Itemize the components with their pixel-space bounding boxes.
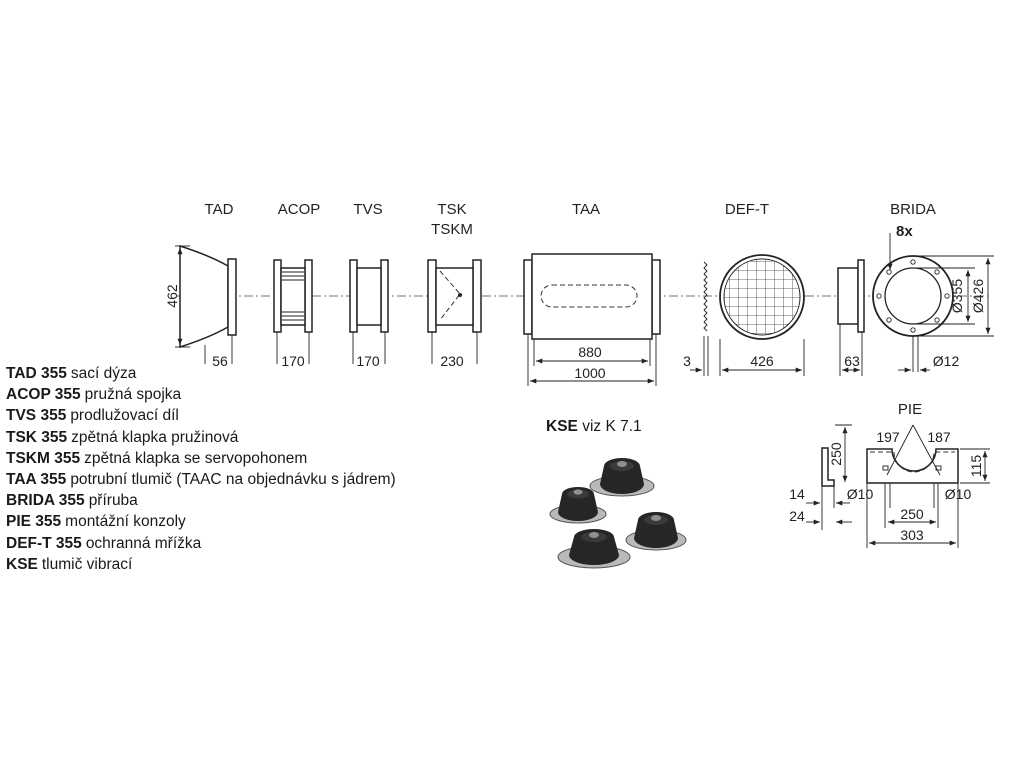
def-t-part: [690, 254, 805, 376]
label-tsk: TSK: [437, 201, 466, 218]
tad-part: [175, 244, 237, 364]
label-brida: BRIDA: [890, 201, 936, 218]
dim-pie-303: 303: [900, 527, 924, 543]
kse-heading: KSE viz K 7.1: [546, 418, 642, 436]
label-tvs: TVS: [353, 201, 382, 218]
dim-tvs-length: 170: [356, 353, 380, 369]
legend-code: ACOP 355: [6, 386, 81, 404]
label-taa: TAA: [572, 201, 600, 218]
dim-pie-hole-right: Ø10: [945, 486, 972, 502]
damper-1: [589, 458, 655, 497]
label-tskm: TSKM: [431, 221, 473, 238]
legend-code: TAA 355: [6, 471, 67, 489]
dim-brida-hole: Ø12: [933, 353, 960, 369]
dim-tsk-length: 230: [440, 353, 464, 369]
damper-3: [625, 512, 687, 551]
dim-pie-197: 197: [876, 429, 900, 445]
dim-taa-total: 1000: [574, 365, 605, 381]
legend-description: ochranná mřížka: [85, 534, 202, 552]
label-tad: TAD: [205, 201, 234, 218]
dim-brida-d355: Ø355: [949, 279, 965, 313]
legend-description: potrubní tlumič (TAAC na objednávku s já…: [70, 471, 396, 489]
legend-code: TAD 355: [6, 365, 67, 382]
legend-description: montážní konzoly: [65, 513, 186, 531]
dim-pie-187: 187: [927, 429, 951, 445]
legend-code: BRIDA 355: [6, 492, 85, 510]
dim-acop-length: 170: [281, 353, 305, 369]
legend-description: pružná spojka: [84, 386, 182, 404]
dim-brida-length: 63: [844, 353, 860, 369]
damper-2: [549, 487, 607, 524]
damper-4: [557, 529, 631, 569]
dim-pie-24: 24: [789, 508, 805, 524]
legend-code: DEF-T 355: [6, 534, 82, 552]
kse-reference: viz K 7.1: [582, 418, 642, 435]
legend-code: TSKM 355: [6, 449, 81, 467]
legend-description: prodlužovací díl: [70, 407, 179, 425]
legend-description: příruba: [88, 492, 138, 510]
legend-code: PIE 355: [6, 513, 62, 531]
dim-pie-250-horizontal: 250: [900, 506, 924, 522]
dim-taa-inner: 880: [578, 344, 602, 360]
dim-brida-d426: Ø426: [970, 279, 986, 313]
label-acop: ACOP: [278, 201, 321, 218]
dim-def-t-thickness: 3: [683, 353, 691, 369]
tsk-part: [427, 259, 482, 364]
legend-description: sací dýza: [70, 365, 137, 382]
brida-front-part: [872, 233, 994, 373]
dim-pie-14: 14: [789, 486, 805, 502]
kse-dampers-illustration: [549, 458, 687, 569]
legend-code: TSK 355: [6, 428, 68, 446]
legend-code: KSE: [6, 555, 38, 573]
label-pie: PIE: [898, 401, 922, 418]
dim-tad-length: 56: [212, 353, 228, 369]
dim-pie-250-vertical: 250: [828, 442, 844, 466]
legend-description: tlumič vibrací: [41, 555, 133, 573]
kse-code: KSE: [546, 418, 578, 435]
tvs-part: [349, 259, 389, 364]
legend-description: zpětná klapka pružinová: [71, 428, 239, 446]
legend-description: zpětná klapka se servopohonem: [84, 449, 308, 467]
dim-brida-holes: 8x: [896, 223, 913, 240]
taa-part: [523, 253, 661, 386]
label-def-t: DEF-T: [725, 201, 769, 218]
dim-pie-hole-left: Ø10: [847, 486, 874, 502]
acop-part: [273, 259, 313, 364]
brida-side-part: [837, 259, 865, 376]
dim-pie-115: 115: [968, 455, 984, 478]
dim-tad-height: 462: [164, 284, 180, 308]
legend-code: TVS 355: [6, 407, 67, 425]
dim-def-t-diameter: 426: [750, 353, 774, 369]
pie-bracket-part: [806, 424, 990, 548]
